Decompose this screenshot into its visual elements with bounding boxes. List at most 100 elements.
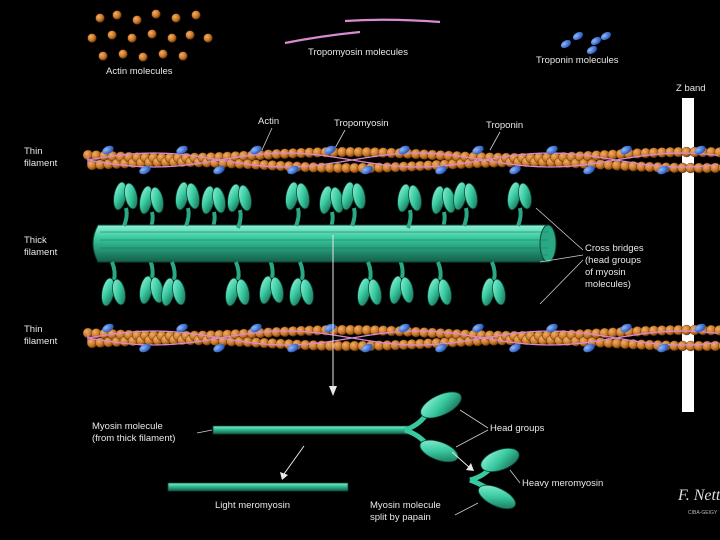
troponin-complex	[287, 343, 299, 353]
actin-molecule	[151, 9, 161, 19]
myosin-head	[212, 186, 226, 214]
myosin-head	[150, 186, 164, 214]
troponin-complex	[176, 323, 188, 333]
cross-bridges-label-4: molecules)	[585, 279, 631, 290]
arrow-down-head	[329, 386, 337, 396]
myosin-head	[300, 278, 314, 306]
troponin-molecule	[572, 31, 584, 41]
actin-molecule	[98, 51, 108, 61]
myosin-head	[352, 182, 366, 210]
heavy-meromyosin	[469, 447, 520, 510]
cross-bridge-neck	[268, 259, 275, 279]
myosin-molecule-label-2: (from thick filament)	[92, 433, 175, 444]
cross-bridge-neck	[122, 207, 129, 227]
signature-text: F. Netter	[677, 487, 720, 504]
troponin-complex	[472, 323, 484, 333]
myosin-molecule-label-1: Myosin molecule	[92, 421, 163, 432]
tropomyosin-strand	[87, 330, 719, 346]
troponin-molecule	[600, 31, 612, 41]
cross-bridge-neck	[398, 259, 405, 279]
troponin-complex	[546, 145, 558, 155]
tropomyosin-leader-line	[333, 129, 346, 151]
thick-filament-label-1: Thick	[24, 235, 47, 246]
actin-molecule	[178, 51, 188, 61]
myosin-head	[124, 182, 138, 210]
thick-filament-label-2: filament	[24, 247, 58, 258]
myosin-head	[438, 278, 452, 306]
tropomyosin-label: Tropomyosin	[334, 118, 389, 129]
cross-bridges-label-3: of myosin	[585, 267, 626, 278]
cross-bridge-neck	[366, 261, 373, 281]
thick-filament	[92, 181, 557, 307]
cross-bridge-neck	[350, 207, 357, 227]
actin-molecule	[87, 33, 97, 43]
troponin-complex	[361, 343, 373, 353]
tropomyosin-strand	[87, 152, 719, 168]
thin-filament-label-bottom-2: filament	[24, 336, 58, 347]
thin-filament-label-top-2: filament	[24, 158, 58, 169]
thin-filament-label-top-1: Thin	[24, 146, 42, 157]
actin-molecule	[203, 33, 213, 43]
myosin-split-label-2: split by papain	[370, 512, 431, 523]
cross-bridge-neck	[462, 207, 469, 227]
troponin-complex	[546, 323, 558, 333]
cross-bridge-neck	[294, 207, 301, 227]
troponin-complex	[509, 165, 521, 175]
cross-bridge-neck	[298, 261, 305, 281]
cross-bridge-neck	[148, 259, 155, 279]
artist-signature-icon: F. Netter CIBA-GEIGY	[677, 487, 720, 516]
actin-molecule	[107, 30, 117, 40]
myosin-head	[464, 182, 478, 210]
actin-molecules-cluster	[87, 9, 213, 62]
myosin-head	[296, 182, 310, 210]
cross-bridge-neck	[184, 207, 191, 227]
thin-filament-label-bottom-1: Thin	[24, 324, 42, 335]
actin-molecule	[158, 49, 168, 59]
actin-molecule	[147, 29, 157, 39]
actin-molecule	[138, 52, 148, 62]
thin-filament-top	[82, 145, 720, 175]
troponin-complex	[657, 165, 669, 175]
head-groups-leader-lines	[455, 409, 489, 448]
troponin-complex	[435, 343, 447, 353]
myosin-split-leader-line	[454, 502, 479, 516]
myosin-head	[408, 184, 422, 212]
arrow-to-heavy-meromyosin	[451, 451, 471, 469]
actin-label: Actin	[258, 116, 279, 127]
troponin-complex	[472, 145, 484, 155]
actin-molecule	[191, 10, 201, 20]
cross-bridge-neck	[516, 207, 523, 227]
troponin-complex	[213, 165, 225, 175]
cross-bridges-label-1: Cross bridges	[585, 243, 644, 254]
troponin-complex	[398, 145, 410, 155]
actin-molecule	[112, 10, 122, 20]
troponin-complex	[250, 145, 262, 155]
cross-bridges-leader-lines	[535, 207, 584, 305]
troponin-leader-line	[489, 131, 501, 151]
troponin-complex	[657, 343, 669, 353]
troponin-molecule	[586, 45, 598, 55]
tropomyosin-molecules-label: Tropomyosin molecules	[308, 47, 408, 58]
actin-molecule	[127, 33, 137, 43]
troponin-complex	[398, 323, 410, 333]
troponin-molecules-cluster	[560, 31, 612, 55]
arrow-to-light-meromyosin-head	[280, 472, 288, 480]
troponin-complex	[213, 343, 225, 353]
troponin-molecule	[590, 36, 602, 46]
troponin-complex	[583, 165, 595, 175]
myosin-head	[400, 276, 414, 304]
troponin-label: Troponin	[486, 120, 523, 131]
troponin-molecules-label: Troponin molecules	[536, 55, 619, 66]
z-band-bar	[682, 98, 694, 412]
myosin-leader-line	[196, 429, 213, 434]
troponin-complex	[324, 145, 336, 155]
troponin-complex	[694, 323, 706, 333]
troponin-complex	[509, 343, 521, 353]
cross-bridges-front	[101, 181, 532, 307]
myosin-head	[172, 278, 186, 306]
cross-bridge-neck	[170, 261, 177, 281]
z-band-label: Z band	[676, 83, 706, 94]
troponin-complex	[102, 323, 114, 333]
thick-filament-rod	[92, 224, 557, 263]
